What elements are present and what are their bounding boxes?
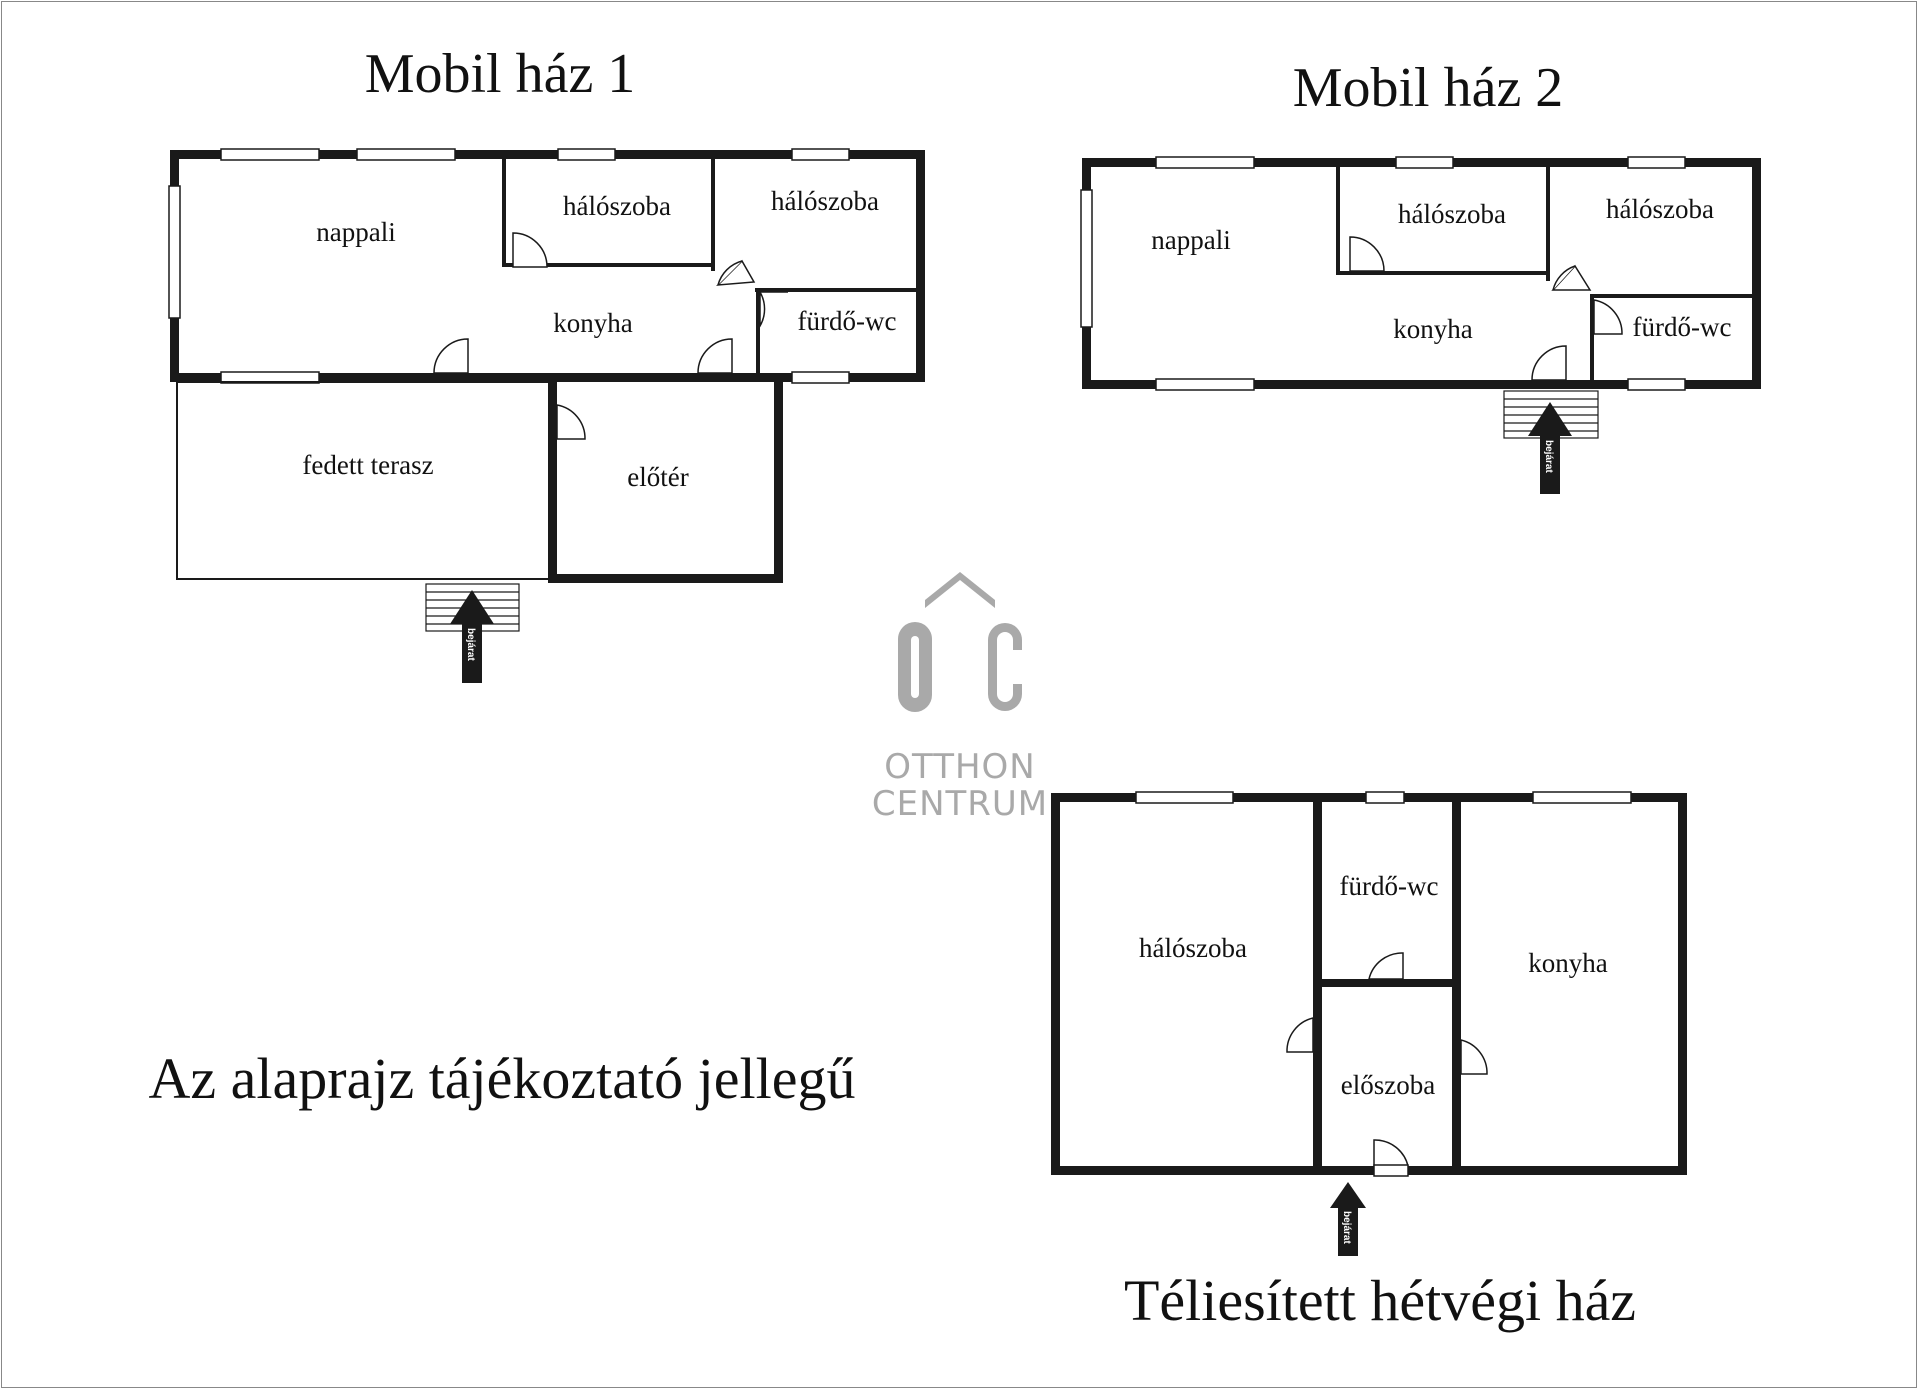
- door: [1368, 952, 1404, 980]
- door: [1286, 1017, 1314, 1053]
- window: [1155, 156, 1255, 169]
- house1-label-halo-a: hálószoba: [563, 191, 671, 221]
- window: [791, 371, 850, 384]
- house2-entrance-arrow: bejárat: [1528, 402, 1572, 494]
- door: [1593, 299, 1623, 335]
- window: [1365, 791, 1405, 804]
- door: [512, 232, 548, 268]
- house-1-plan: bejárat nappali hálószoba hálószoba kony…: [168, 148, 925, 683]
- logo-line-2: CENTRUM: [872, 784, 1048, 824]
- otthon-centrum-logo: OTTHON CENTRUM: [872, 572, 1048, 824]
- window: [1395, 156, 1454, 169]
- house3-entrance-label: bejárat: [1341, 1211, 1352, 1244]
- house1-label-terasz: fedett terasz: [302, 450, 433, 480]
- title-teliesitett-hetvegi-haz: Téliesített hétvégi ház: [1124, 1268, 1636, 1333]
- disclaimer-note: Az alaprajz tájékoztató jellegű: [149, 1046, 856, 1111]
- house1-entrance-arrow: bejárat: [450, 590, 494, 683]
- door: [1531, 345, 1567, 381]
- house1-terrace-outline: [176, 381, 554, 580]
- door: [759, 289, 766, 329]
- door: [1460, 1039, 1488, 1075]
- house2-label-konyha: konyha: [1393, 314, 1473, 344]
- house1-wall-bottom: [170, 373, 925, 382]
- house1-label-furdo: fürdő-wc: [798, 306, 897, 336]
- window: [791, 148, 850, 161]
- door: [717, 260, 743, 286]
- house1-wall-right: [916, 150, 925, 375]
- door: [1373, 1139, 1409, 1167]
- door: [433, 338, 469, 374]
- window: [220, 148, 320, 161]
- house1-label-nappali: nappali: [316, 217, 395, 247]
- door: [1552, 265, 1576, 291]
- house1-label-konyha: konyha: [553, 308, 633, 338]
- house1-label-eloter: előtér: [627, 462, 688, 492]
- window: [1532, 791, 1632, 804]
- house3-label-furdo: fürdő-wc: [1340, 871, 1439, 901]
- house2-label-nappali: nappali: [1151, 225, 1230, 255]
- house3-label-halo: hálószoba: [1139, 933, 1247, 963]
- door: [556, 404, 586, 440]
- window: [1135, 791, 1234, 804]
- door: [1349, 236, 1385, 272]
- window: [1080, 189, 1093, 328]
- house2-entrance-label: bejárat: [1543, 440, 1554, 473]
- house3-entrance-arrow: bejárat: [1330, 1182, 1366, 1256]
- house-3-plan: bejárat hálószoba fürdő-wc konyha előszo…: [1051, 791, 1687, 1256]
- house2-label-furdo: fürdő-wc: [1633, 312, 1732, 342]
- house3-label-konyha: konyha: [1528, 948, 1608, 978]
- title-mobil-haz-1: Mobil ház 1: [365, 43, 636, 105]
- window: [1627, 156, 1686, 169]
- house1-label-halo-b: hálószoba: [771, 186, 879, 216]
- door: [697, 338, 733, 374]
- window: [1155, 378, 1255, 391]
- logo-line-1: OTTHON: [884, 747, 1035, 787]
- window: [168, 185, 181, 319]
- window: [1627, 378, 1686, 391]
- title-mobil-haz-2: Mobil ház 2: [1293, 57, 1564, 119]
- house2-label-halo-a: hálószoba: [1398, 199, 1506, 229]
- window: [356, 148, 456, 161]
- house-2-plan: bejárat nappali hálószoba hálószoba kony…: [1080, 156, 1761, 494]
- house2-label-halo-b: hálószoba: [1606, 194, 1714, 224]
- house1-wall-top: [170, 150, 925, 159]
- house3-label-eloszoba: előszoba: [1341, 1070, 1435, 1100]
- house1-entrance-label: bejárat: [465, 628, 476, 661]
- window: [557, 148, 616, 161]
